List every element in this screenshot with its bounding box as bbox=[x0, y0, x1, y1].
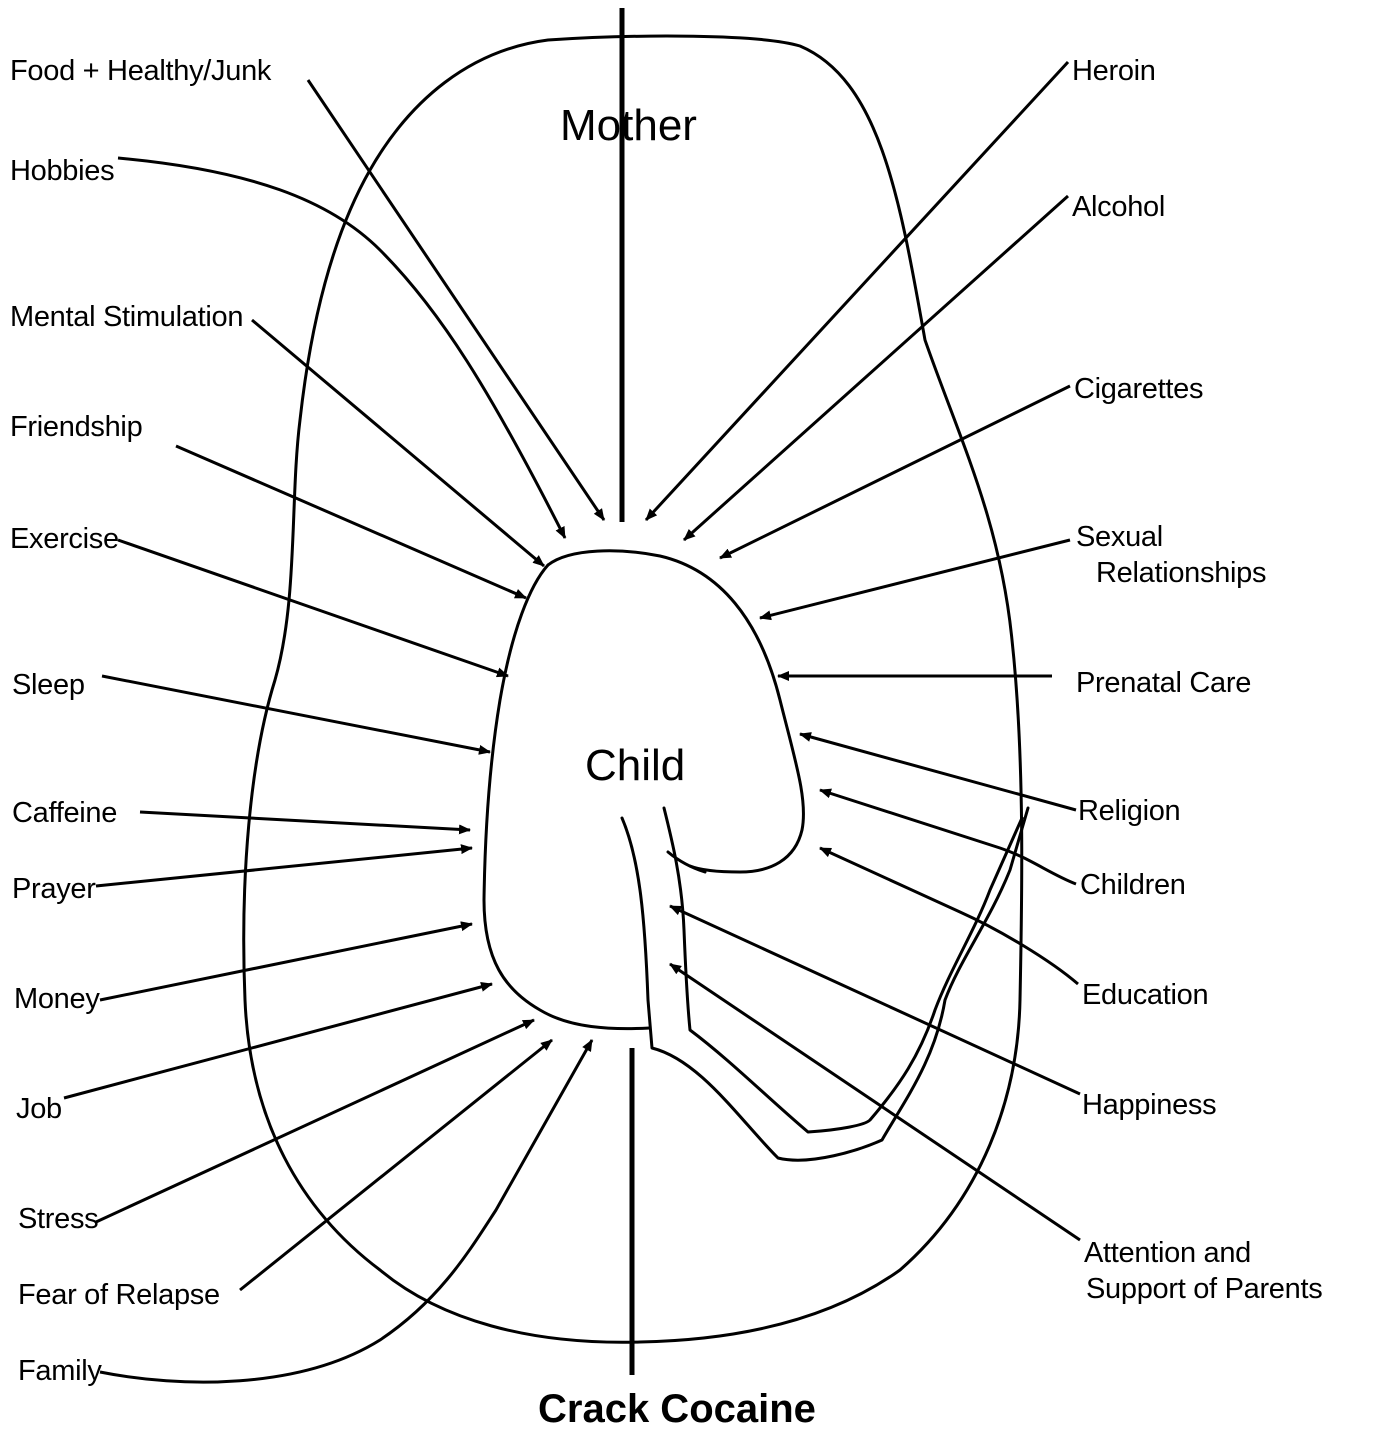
factor-heroin: Heroin bbox=[1072, 55, 1156, 87]
factor-stress: Stress bbox=[18, 1203, 98, 1235]
arrow-money bbox=[100, 924, 472, 1000]
factor-sleep: Sleep bbox=[12, 669, 85, 701]
child-hand-line bbox=[668, 852, 705, 872]
arrow-heroin bbox=[646, 62, 1068, 520]
arrow-religion bbox=[800, 734, 1076, 810]
arrow-hobbies bbox=[118, 158, 565, 538]
arrow-education bbox=[820, 848, 1078, 984]
arrow-friendship bbox=[176, 446, 526, 598]
arrow-family bbox=[100, 1040, 592, 1382]
arrow-sexual-relationships bbox=[760, 540, 1070, 618]
factor-attention: Attention and bbox=[1084, 1237, 1251, 1269]
arrow-children bbox=[820, 790, 1076, 884]
child-outline bbox=[548, 551, 803, 872]
factor-alcohol: Alcohol bbox=[1072, 191, 1165, 223]
factor-family: Family bbox=[18, 1355, 102, 1387]
factor-prenatal-care: Prenatal Care bbox=[1076, 667, 1251, 699]
child-label: Child bbox=[585, 741, 685, 790]
factor-caffeine: Caffeine bbox=[12, 797, 117, 829]
factor-food: Food + Healthy/Junk bbox=[10, 55, 272, 87]
factor-sexual: Sexual bbox=[1076, 521, 1163, 553]
arrow-sleep bbox=[102, 676, 490, 752]
arrow-job bbox=[64, 984, 492, 1098]
factor-children: Children bbox=[1080, 869, 1186, 901]
arrow-prayer bbox=[96, 848, 472, 886]
factor-education: Education bbox=[1082, 979, 1208, 1011]
factor-cigarettes: Cigarettes bbox=[1074, 373, 1203, 405]
factor-hobbies: Hobbies bbox=[10, 155, 114, 187]
crack-cocaine-label: Crack Cocaine bbox=[538, 1387, 816, 1429]
umbilical-cord-inner bbox=[664, 808, 1022, 1132]
arrow-exercise bbox=[118, 540, 508, 676]
factor-prayer: Prayer bbox=[12, 873, 96, 905]
mother-label: Mother bbox=[560, 101, 697, 150]
arrow-stress bbox=[96, 1020, 534, 1222]
arrow-caffeine bbox=[140, 812, 470, 830]
factor-money: Money bbox=[14, 983, 100, 1015]
factor-job: Job bbox=[16, 1093, 62, 1125]
factor-fear-of-relapse: Fear of Relapse bbox=[18, 1279, 220, 1311]
arrow-cigarettes bbox=[720, 386, 1070, 558]
factor-relationships: Relationships bbox=[1096, 557, 1266, 589]
factor-support-of-parents: Support of Parents bbox=[1086, 1273, 1322, 1305]
factor-religion: Religion bbox=[1078, 795, 1180, 827]
factor-happiness: Happiness bbox=[1082, 1089, 1216, 1121]
arrow-alcohol bbox=[684, 196, 1068, 540]
child-outline-left bbox=[484, 565, 650, 1029]
factor-mental-stimulation: Mental Stimulation bbox=[10, 301, 243, 333]
factor-exercise: Exercise bbox=[10, 523, 119, 555]
arrow-mental-stimulation bbox=[252, 320, 544, 566]
factor-friendship: Friendship bbox=[10, 411, 142, 443]
